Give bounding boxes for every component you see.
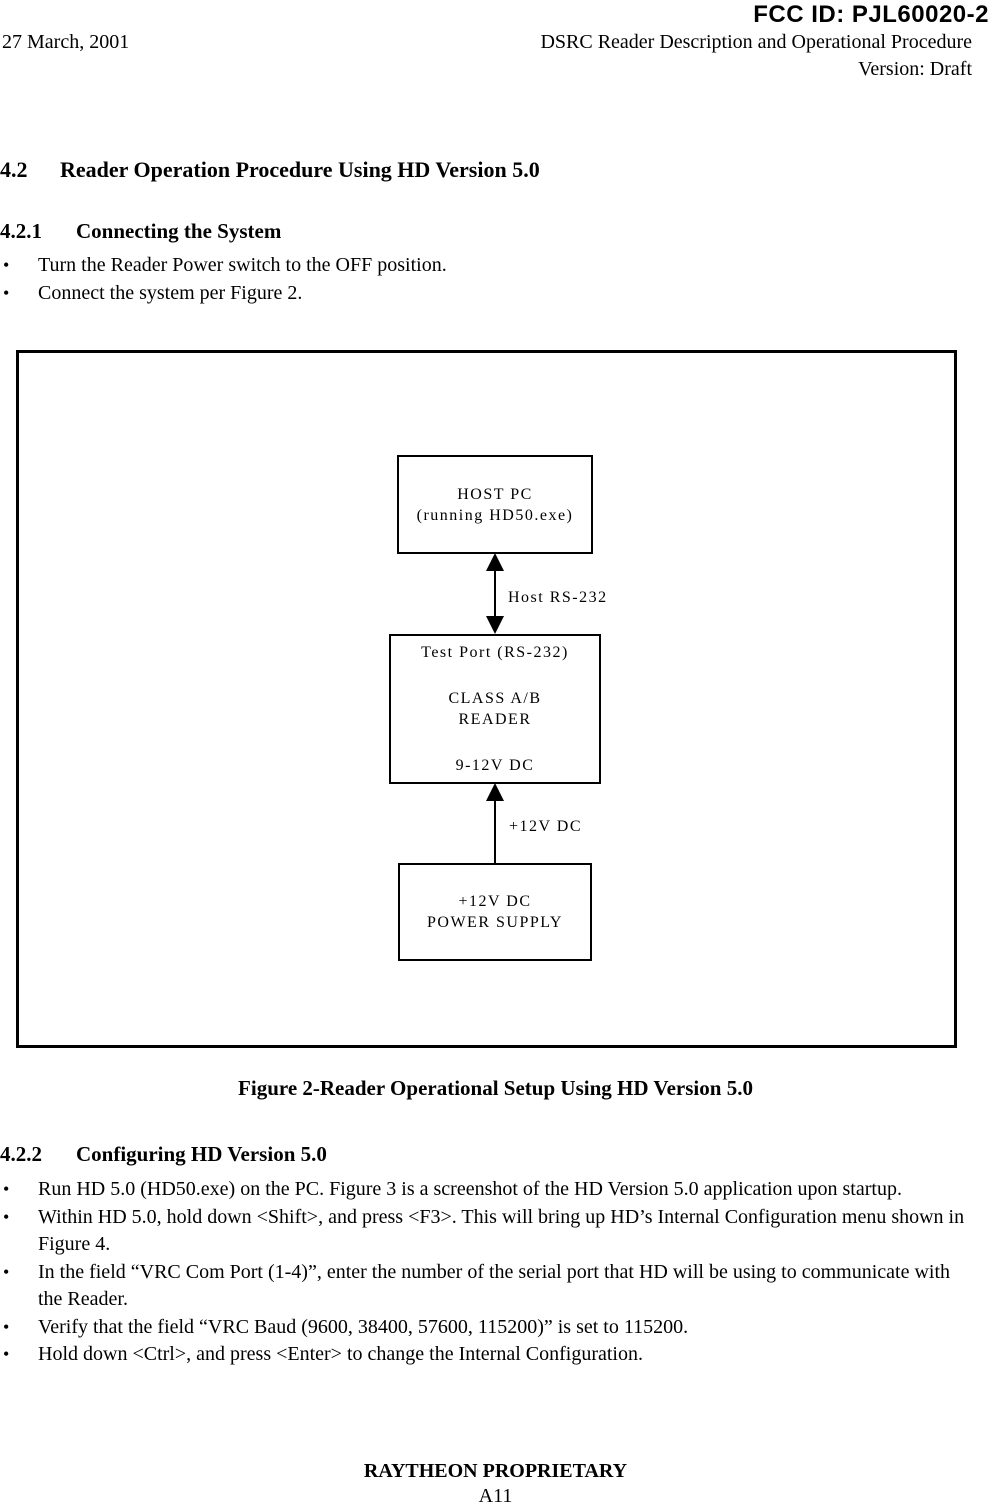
fcc-id-header: FCC ID: PJL60020-2: [753, 1, 989, 28]
list-item: • Turn the Reader Power switch to the OFF…: [0, 252, 965, 280]
section-4-2-1-bullet-list: • Turn the Reader Power switch to the OFF…: [0, 252, 965, 307]
bullet-icon: •: [3, 1261, 10, 1282]
arrow-up-icon: [486, 553, 504, 571]
reader-label-line2: READER: [458, 711, 532, 728]
section-title: Connecting the System: [76, 219, 282, 243]
page-number: A11: [478, 1485, 513, 1506]
bullet-text: In the field “VRC Com Port (1-4)”, enter…: [38, 1260, 951, 1311]
test-port-label: Test Port (RS-232): [421, 644, 569, 661]
document-date: 27 March, 2001: [2, 31, 130, 53]
12vdc-wire-label: +12V DC: [509, 818, 583, 835]
power-supply-box: +12V DC POWER SUPPLY: [398, 863, 592, 961]
host-pc-label-line2: (running HD50.exe): [416, 506, 574, 524]
document-title: DSRC Reader Description and Operational …: [540, 31, 972, 53]
list-item: • In the field “VRC Com Port (1-4)”, ente…: [0, 1259, 965, 1314]
list-item: • Connect the system per Figure 2.: [0, 280, 965, 308]
list-item: • Within HD 5.0, hold down <Shift>, and p…: [0, 1204, 965, 1259]
bullet-text: Hold down <Ctrl>, and press <Enter> to c…: [38, 1343, 643, 1365]
bullet-text: Run HD 5.0 (HD50.exe) on the PC. Figure …: [38, 1178, 902, 1200]
class-ab-reader-box: Test Port (RS-232) CLASS A/B READER 9-12…: [389, 634, 601, 784]
connector-arrows: [486, 553, 504, 863]
bullet-icon: •: [3, 1344, 10, 1364]
proprietary-notice: RAYTHEON PROPRIETARY: [363, 1460, 628, 1482]
section-4-2-1-heading: 4.2.1 Connecting the System: [0, 219, 281, 244]
list-item: • Verify that the field “VRC Baud (9600, …: [0, 1314, 965, 1342]
bullet-icon: •: [3, 1206, 10, 1227]
arrow-down-icon: [486, 616, 504, 634]
figure-2-diagram: HOST PC (running HD50.exe) Host RS-232 T…: [16, 350, 957, 1048]
host-pc-label-line1: HOST PC: [457, 485, 533, 503]
host-pc-box: HOST PC (running HD50.exe): [397, 455, 593, 554]
section-number: 4.2.1: [0, 219, 42, 243]
power-supply-label-line1: +12V DC: [458, 893, 532, 910]
bullet-icon: •: [3, 1179, 10, 1199]
reader-label-line1: CLASS A/B: [448, 690, 542, 707]
document-version: Version: Draft: [858, 58, 972, 80]
bullet-icon: •: [3, 282, 10, 303]
section-4-2-2-bullet-list: • Run HD 5.0 (HD50.exe) on the PC. Figure…: [0, 1176, 965, 1369]
bullet-text: Connect the system per Figure 2.: [38, 281, 303, 304]
section-number: 4.2: [0, 157, 28, 182]
list-item: • Hold down <Ctrl>, and press <Enter> to …: [0, 1341, 965, 1369]
section-number: 4.2.2: [0, 1142, 42, 1166]
bullet-icon: •: [3, 1316, 10, 1337]
bullet-icon: •: [3, 255, 10, 275]
section-title: Configuring HD Version 5.0: [76, 1142, 327, 1166]
host-rs232-wire-label: Host RS-232: [508, 589, 608, 606]
section-title: Reader Operation Procedure Using HD Vers…: [60, 157, 540, 182]
bullet-text: Verify that the field “VRC Baud (9600, 3…: [38, 1315, 689, 1338]
bullet-text: Within HD 5.0, hold down <Shift>, and pr…: [38, 1205, 965, 1256]
reader-power-input-label: 9-12V DC: [455, 757, 535, 774]
section-4-2-2-heading: 4.2.2 Configuring HD Version 5.0: [0, 1142, 327, 1167]
list-item: • Run HD 5.0 (HD50.exe) on the PC. Figure…: [0, 1176, 965, 1204]
power-supply-label-line2: POWER SUPPLY: [427, 914, 563, 931]
arrow-up-icon: [486, 783, 504, 801]
bullet-text: Turn the Reader Power switch to the OFF …: [38, 254, 447, 276]
section-4-2-heading: 4.2 Reader Operation Procedure Using HD …: [0, 157, 540, 183]
figure-2-caption: Figure 2-Reader Operational Setup Using …: [238, 1076, 753, 1100]
